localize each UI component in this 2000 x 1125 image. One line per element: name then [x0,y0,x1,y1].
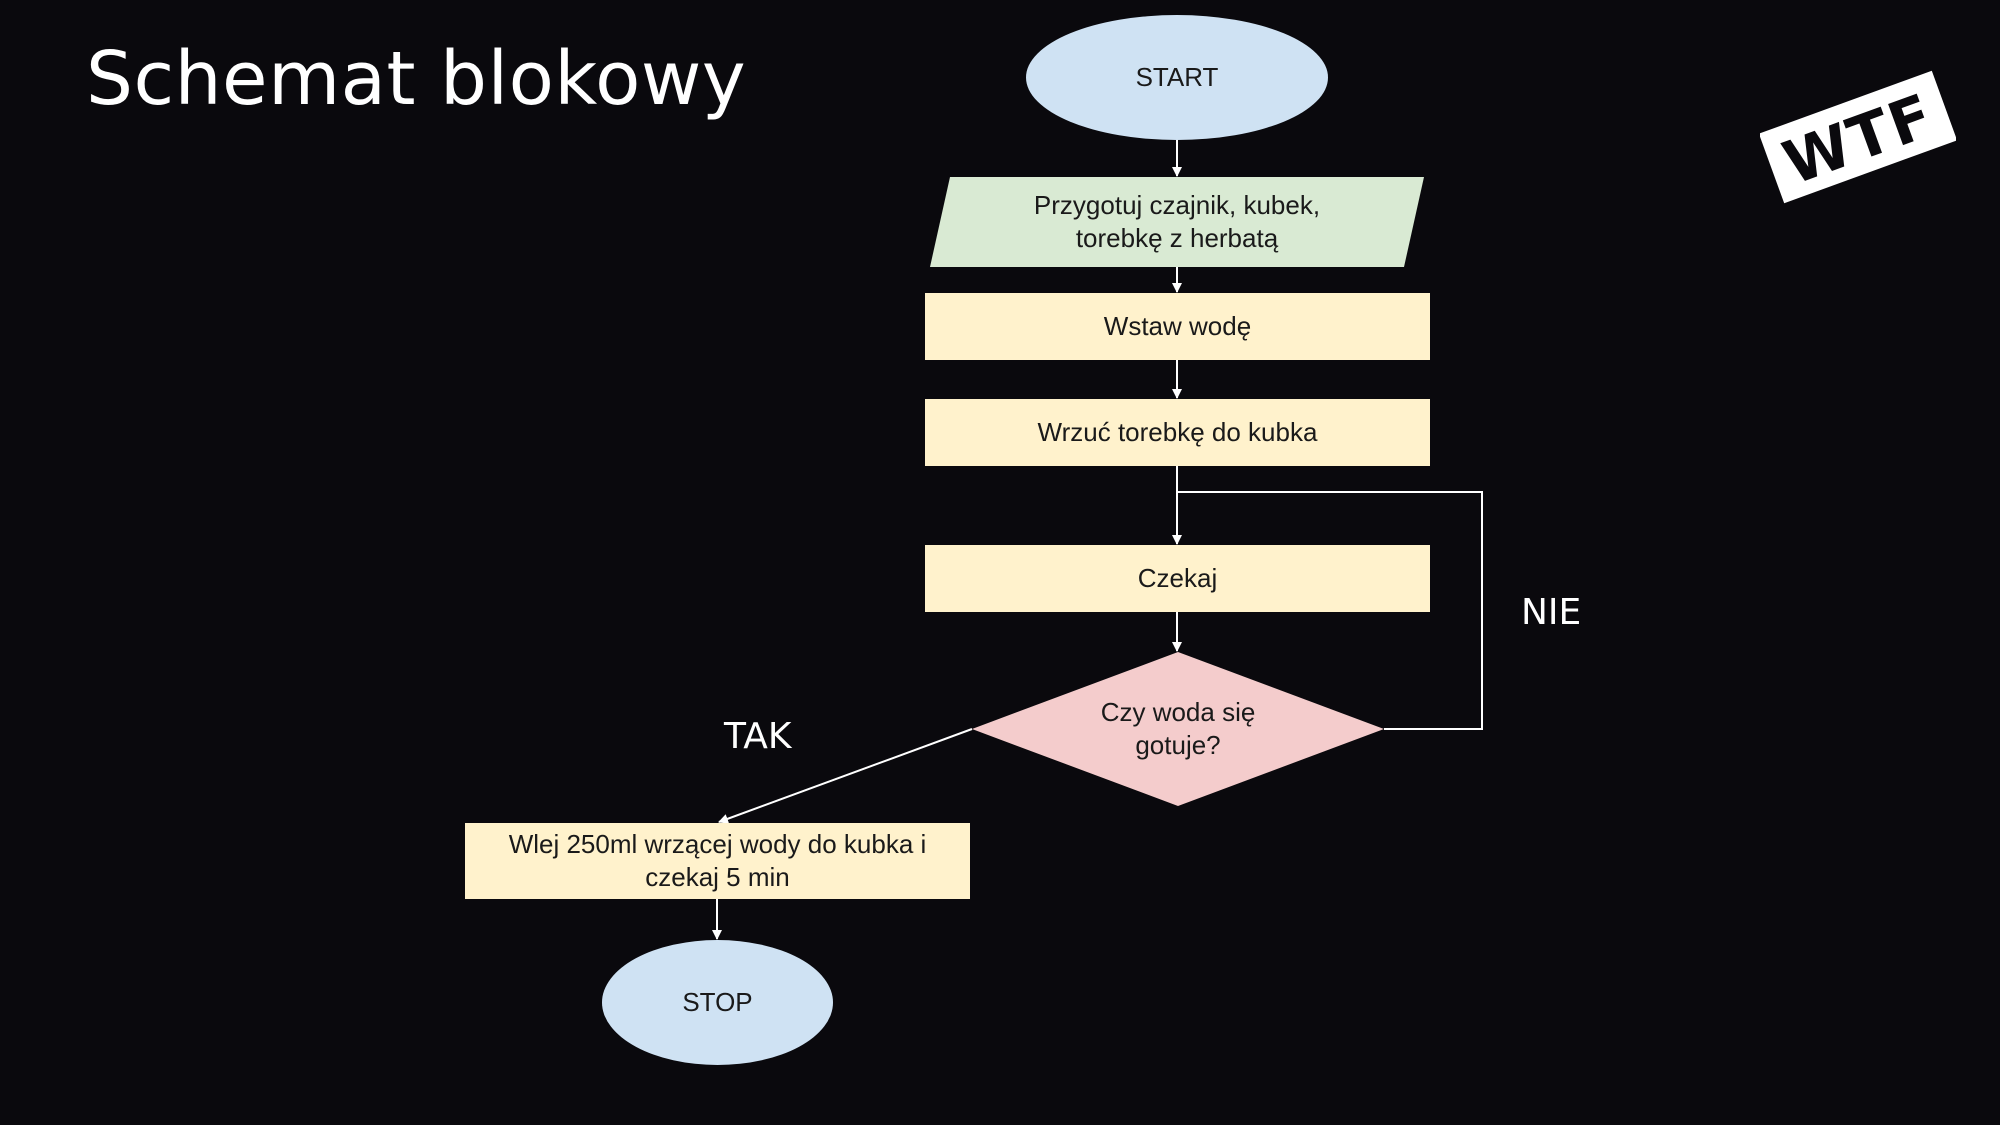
prepare-io-node: Przygotuj czajnik, kubek, torebkę z herb… [930,177,1424,267]
add-bag-node-label: Wrzuć torebkę do kubka [1037,417,1318,447]
wtf-logo: WTF [1760,70,1956,204]
pour-water-node: Wlej 250ml wrzącej wody do kubka i czeka… [465,823,970,899]
yes-branch-label: TAK [724,716,792,757]
boil-water-node: Wstaw wodę [925,293,1430,360]
stop-node-label: STOP [682,987,753,1017]
wait-node-label: Czekaj [1137,563,1218,593]
diamond-shape [972,652,1384,806]
decision-node: Czy woda się gotuje? [972,652,1384,806]
prepare-node-label: Przygotuj czajnik, kubek, torebkę z herb… [1033,190,1321,253]
page-title: Schemat blokowy [86,36,747,122]
decision-node-label: Czy woda się gotuje? [1100,697,1256,760]
connector-decision-yes [718,728,973,824]
boil-water-node-label: Wstaw wodę [1103,311,1252,341]
start-node: START [1026,15,1328,140]
wait-node: Czekaj [925,545,1430,612]
start-node-label: START [1135,62,1219,92]
no-branch-label: NIE [1521,592,1582,633]
stop-node: STOP [602,940,833,1065]
add-bag-node: Wrzuć torebkę do kubka [925,399,1430,466]
pour-water-node-label: Wlej 250ml wrzącej wody do kubka i czeka… [508,829,927,892]
connector-decision-no-loop [1177,491,1483,730]
parallelogram-shape [930,177,1424,267]
